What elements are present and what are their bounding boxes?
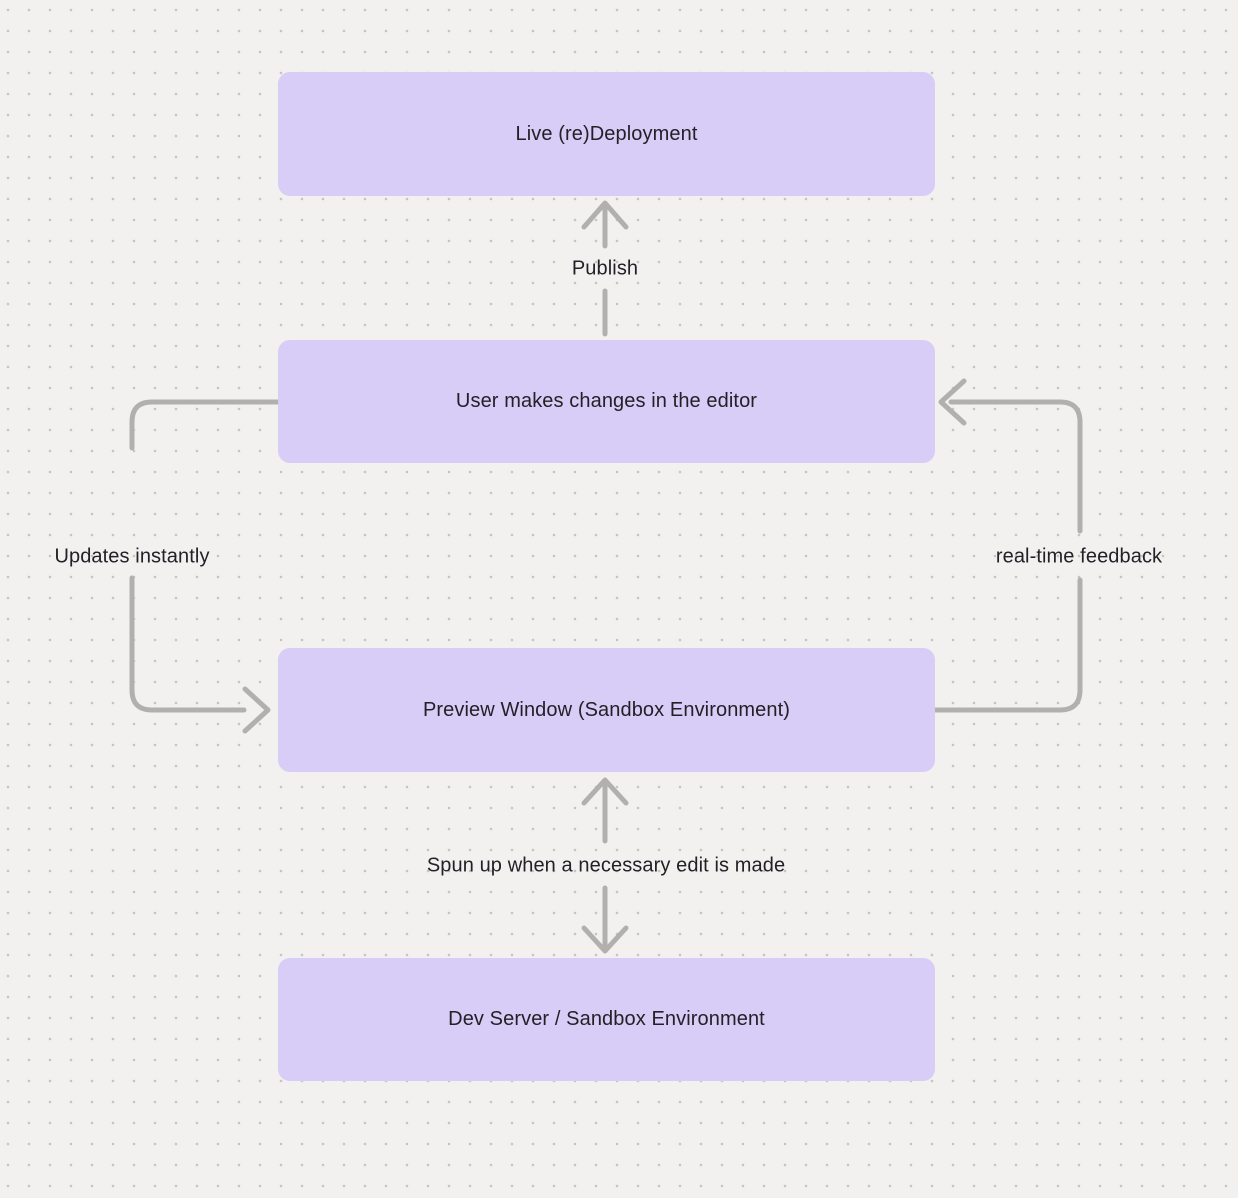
node-dev-server: Dev Server / Sandbox Environment xyxy=(278,958,935,1081)
node-preview-window: Preview Window (Sandbox Environment) xyxy=(278,648,935,772)
edge-label-publish: Publish xyxy=(571,257,639,280)
edge-label-updates-instantly: Updates instantly xyxy=(54,545,210,568)
sandbox-down-arrow-icon xyxy=(581,885,629,954)
edge-label-realtime-feedback: real-time feedback xyxy=(995,545,1163,568)
node-label: Dev Server / Sandbox Environment xyxy=(448,1008,765,1030)
node-label: Live (re)Deployment xyxy=(515,122,698,145)
node-user-editor: User makes changes in the editor xyxy=(278,340,935,463)
node-live-redeployment: Live (re)Deployment xyxy=(278,72,935,196)
sandbox-up-arrow-icon xyxy=(581,777,629,844)
node-label: Preview Window (Sandbox Environment) xyxy=(422,698,791,721)
edge-label-spun-up: Spun up when a necessary edit is made xyxy=(426,854,786,877)
node-label: User makes changes in the editor xyxy=(455,390,758,412)
